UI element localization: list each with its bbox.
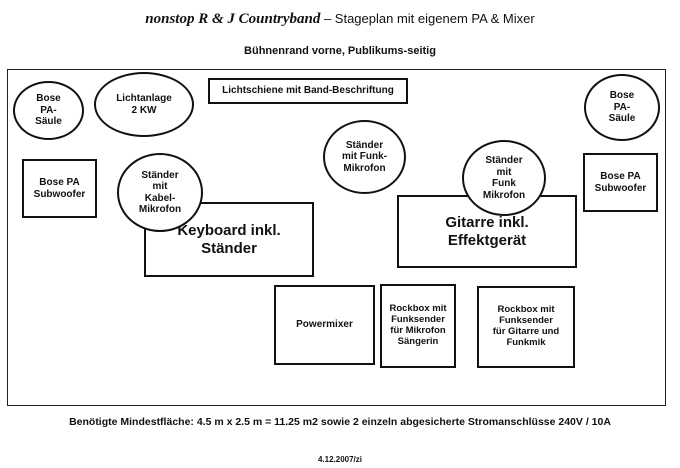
bose-pa-column-right-label: Bose PA- Säule xyxy=(608,90,636,125)
bose-subwoofer-right-label: Bose PA Subwoofer xyxy=(594,171,647,194)
rockbox-mic-label: Rockbox mit Funksender für Mikrofon Säng… xyxy=(389,303,447,347)
rockbox-guitar: Rockbox mit Funksender für Gitarre und F… xyxy=(477,286,575,368)
powermixer-label: Powermixer xyxy=(296,319,353,331)
light-rail: Lichtschiene mit Band-Beschriftung xyxy=(208,78,408,104)
powermixer: Powermixer xyxy=(274,285,375,365)
stage-front-label: Bühnenrand vorne, Publikums-seitig xyxy=(244,45,436,57)
cable-mic-stand: Ständer mit Kabel- Mikrofon xyxy=(117,153,203,232)
wireless-mic-stand-right: Ständer mit Funk Mikrofon xyxy=(462,140,546,216)
band-name: nonstop R & J Countryband xyxy=(145,11,321,27)
title-rest: – Stageplan mit eigenem PA & Mixer xyxy=(320,11,535,26)
date-stamp: 4.12.2007/zi xyxy=(317,455,363,464)
bose-pa-column-right: Bose PA- Säule xyxy=(584,74,660,141)
bose-subwoofer-left: Bose PA Subwoofer xyxy=(22,159,97,218)
bose-pa-column-left-label: Bose PA- Säule xyxy=(35,93,62,128)
space-requirements: Benötigte Mindestfläche: 4.5 m x 2.5 m =… xyxy=(69,416,611,428)
bose-subwoofer-left-label: Bose PA Subwoofer xyxy=(33,177,86,200)
lighting-unit-label: Lichtanlage 2 KW xyxy=(116,93,172,116)
guitar-effects-label: Gitarre inkl. Effektgerät xyxy=(445,214,529,249)
keyboard-stand: Keyboard inkl. Ständer xyxy=(144,202,314,277)
rockbox-guitar-label: Rockbox mit Funksender für Gitarre und F… xyxy=(492,304,560,348)
stage-area xyxy=(7,69,666,406)
lighting-unit: Lichtanlage 2 KW xyxy=(94,72,194,137)
rockbox-mic: Rockbox mit Funksender für Mikrofon Säng… xyxy=(380,284,456,368)
light-rail-label: Lichtschiene mit Band-Beschriftung xyxy=(222,85,394,97)
bose-subwoofer-right: Bose PA Subwoofer xyxy=(583,153,658,212)
wireless-mic-stand-center-label: Ständer mit Funk- Mikrofon xyxy=(342,139,387,174)
wireless-mic-stand-right-label: Ständer mit Funk Mikrofon xyxy=(482,155,526,201)
page-title: nonstop R & J Countryband – Stageplan mi… xyxy=(0,10,680,28)
wireless-mic-stand-center: Ständer mit Funk- Mikrofon xyxy=(323,120,406,194)
cable-mic-stand-label: Ständer mit Kabel- Mikrofon xyxy=(138,169,182,216)
bose-pa-column-left: Bose PA- Säule xyxy=(13,81,84,140)
keyboard-stand-label: Keyboard inkl. Ständer xyxy=(177,222,281,257)
